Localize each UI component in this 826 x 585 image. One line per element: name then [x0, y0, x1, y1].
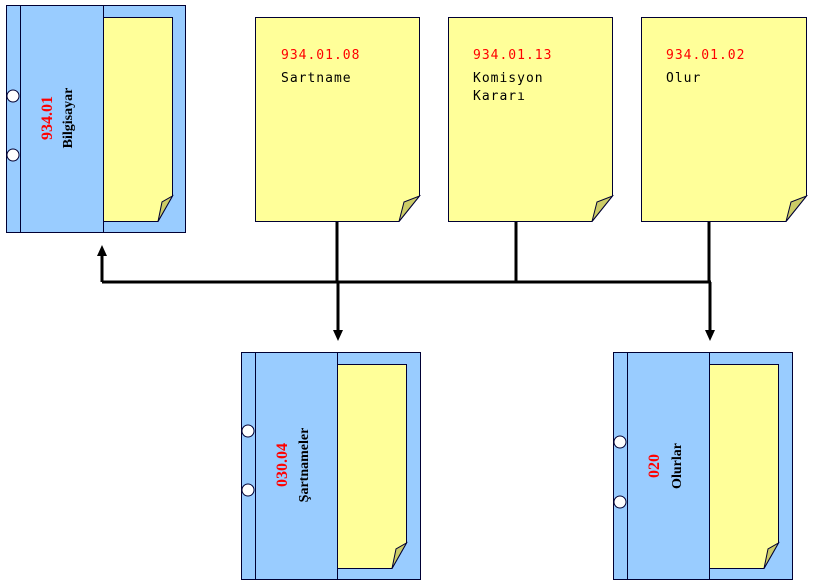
arrows	[97, 245, 715, 341]
folder-bilgisayar: 934.01 Bilgisayar	[6, 5, 186, 233]
binder-hole	[241, 483, 255, 497]
folder-code: 934.01	[39, 96, 56, 140]
binder-hole	[6, 148, 20, 162]
arrowhead-down-sartnameler	[333, 330, 343, 341]
document-code: 934.01.02	[666, 48, 745, 63]
page-fold	[763, 541, 780, 569]
folder-name: Olurlar	[670, 443, 685, 489]
binder-hole	[6, 89, 20, 103]
folder-inner-page	[337, 364, 407, 569]
arrowhead-up-bilgisayar	[97, 245, 107, 256]
folder-inner-page	[103, 17, 173, 222]
page-fold	[398, 194, 422, 222]
folder-olurlar: 020 Olurlar	[613, 352, 793, 580]
folder-name: Şartnameler	[297, 428, 312, 503]
page-fold	[391, 541, 408, 569]
folder-sartnameler: 030.04 Şartnameler	[241, 352, 421, 580]
connector-lines	[102, 221, 711, 284]
page-fold	[591, 194, 615, 222]
document-title: Komisyon	[473, 71, 544, 86]
binder-hole	[613, 435, 627, 449]
folder-name: Bilgisayar	[61, 88, 76, 149]
document-title-line2: Kararı	[473, 89, 526, 104]
document-olur: 934.01.02 Olur	[641, 17, 809, 222]
folder-inner-page	[709, 364, 779, 569]
document-title: Sartname	[281, 71, 352, 86]
binder-hole	[241, 424, 255, 438]
document-code: 934.01.08	[281, 48, 360, 63]
page-fold	[157, 194, 174, 222]
page-fold	[785, 194, 809, 222]
document-sartname: 934.01.08 Sartname	[255, 17, 422, 222]
document-code: 934.01.13	[473, 48, 552, 63]
binder-hole	[613, 495, 627, 509]
document-title: Olur	[666, 71, 701, 86]
arrowhead-down-olurlar	[705, 330, 715, 341]
document-komisyon-karari: 934.01.13 Komisyon Kararı	[448, 17, 615, 222]
folder-code: 030.04	[274, 443, 291, 487]
folder-code: 020	[646, 454, 663, 478]
